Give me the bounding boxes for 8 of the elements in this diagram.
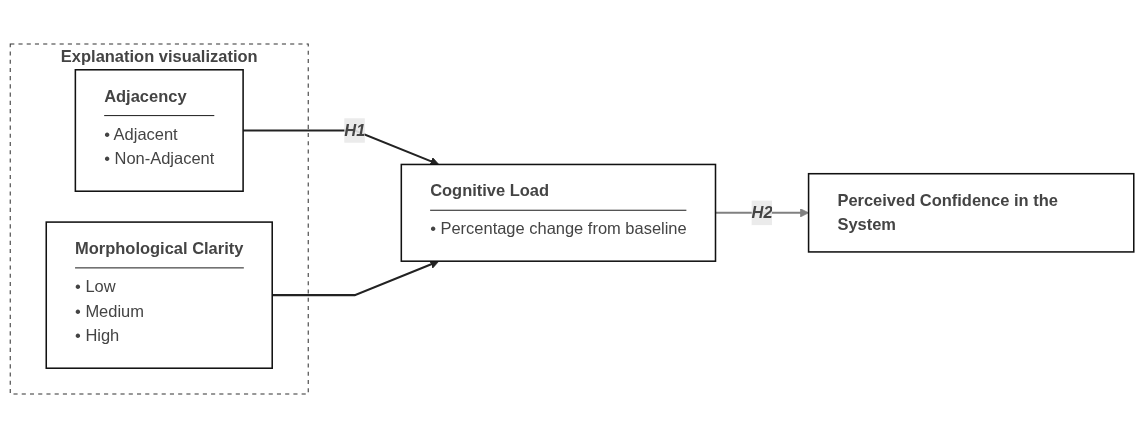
node-box: Cognitive Load • Percentage change from baseline	[400, 163, 717, 262]
node-box: Perceived Confidence in the System	[807, 172, 1135, 253]
node-box: Morphological Clarity • Low • Medium • High	[45, 221, 273, 369]
arrow	[243, 129, 440, 166]
edge-label: H1	[344, 121, 366, 139]
edge-label: H2	[751, 203, 773, 222]
arrow	[272, 260, 440, 297]
node-box: Adjacency • Adjacent • Non-Adjacent	[74, 69, 244, 192]
